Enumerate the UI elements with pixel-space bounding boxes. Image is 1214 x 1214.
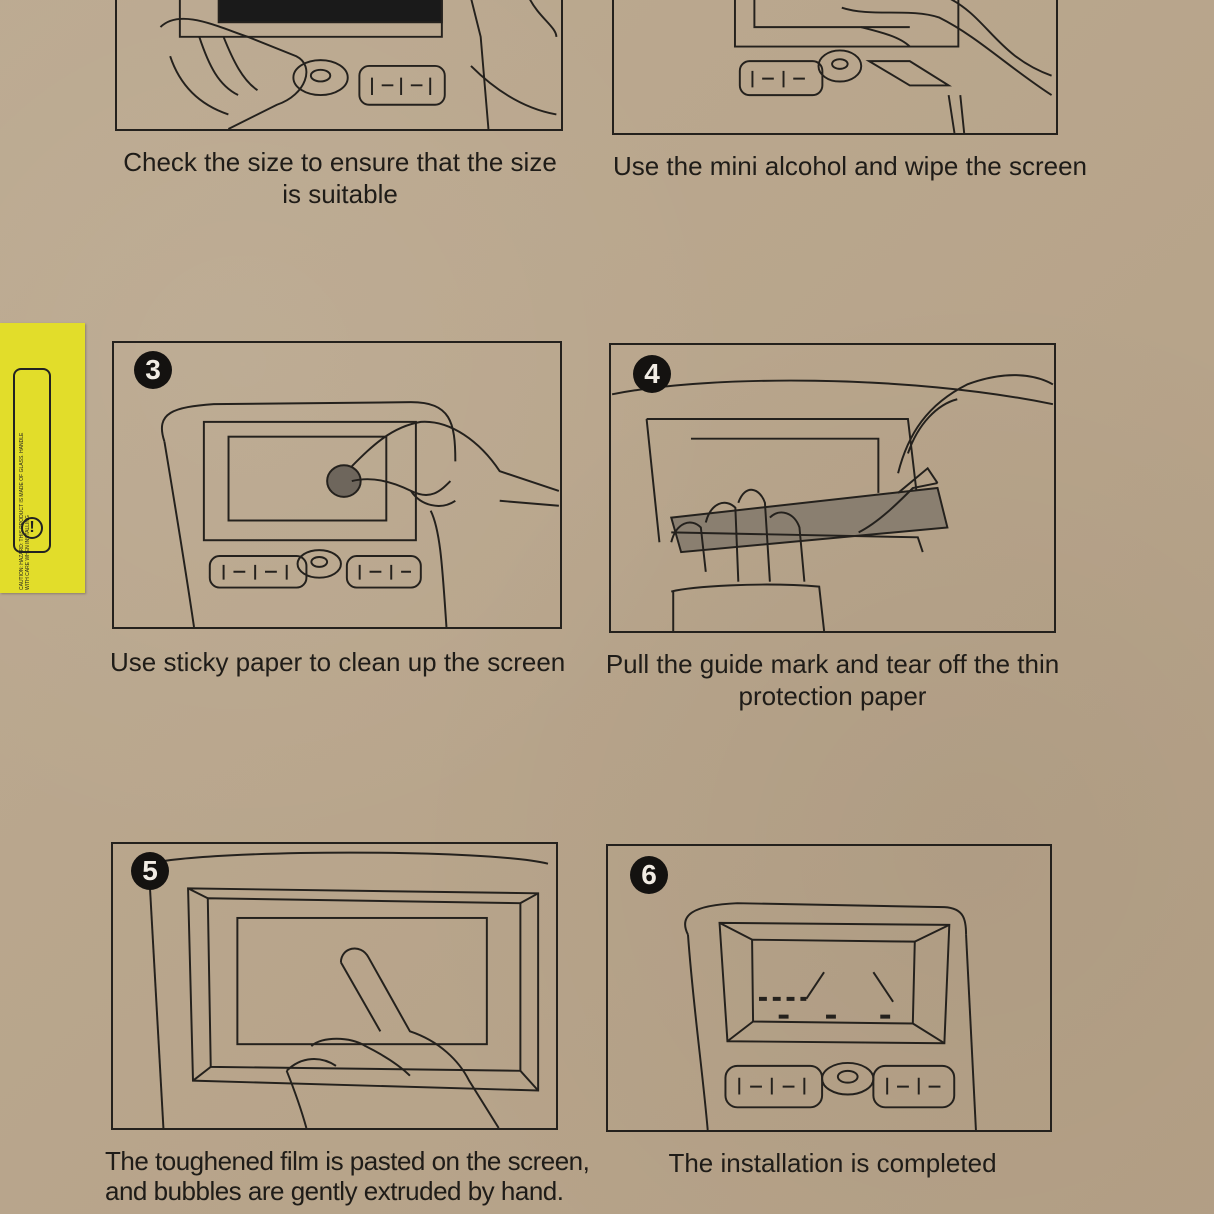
- step-1-illustration-panel: [115, 0, 563, 131]
- caution-sticker-border: CAUTION: HAZARD: THIS PRODUCT IS MADE OF…: [13, 368, 51, 590]
- step-4-illustration: [611, 374, 1054, 631]
- step-1-caption: Check the size to ensure that the size i…: [123, 147, 557, 209]
- caution-sticker: CAUTION: HAZARD: THIS PRODUCT IS MADE OF…: [0, 323, 85, 593]
- step-5-number-badge: 5: [131, 852, 169, 890]
- step-6-caption: The installation is completed: [668, 1148, 997, 1178]
- warning-exclamation-icon: !: [21, 517, 43, 539]
- step-5-illustration: [147, 851, 549, 1128]
- step-3-number-badge: 3: [134, 351, 172, 389]
- step-3-caption: Use sticky paper to clean up the screen: [110, 647, 566, 677]
- step-6-illustration: [684, 902, 977, 1130]
- step-2-caption: Use the mini alcohol and wipe the screen: [612, 151, 1088, 181]
- step-5-illustration-panel: 5: [111, 842, 558, 1130]
- step-1-illustration: [159, 0, 558, 129]
- step-4-illustration-panel: 4: [609, 343, 1056, 633]
- step-2-illustration-panel: [612, 0, 1058, 135]
- step-4-caption: Pull the guide mark and tear off the thi…: [605, 649, 1060, 711]
- step-4-number-badge: 4: [633, 355, 671, 393]
- step-5-caption: The toughened film is pasted on the scre…: [105, 1146, 590, 1206]
- step-6-illustration-panel: 6: [606, 844, 1052, 1132]
- step-6-number-badge: 6: [630, 856, 668, 894]
- step-3-illustration: [161, 401, 560, 627]
- caution-sticker-text: CAUTION: HAZARD: THIS PRODUCT IS MADE OF…: [19, 432, 31, 590]
- step-3-illustration-panel: 3: [112, 341, 562, 629]
- step-2-illustration: [733, 0, 1053, 133]
